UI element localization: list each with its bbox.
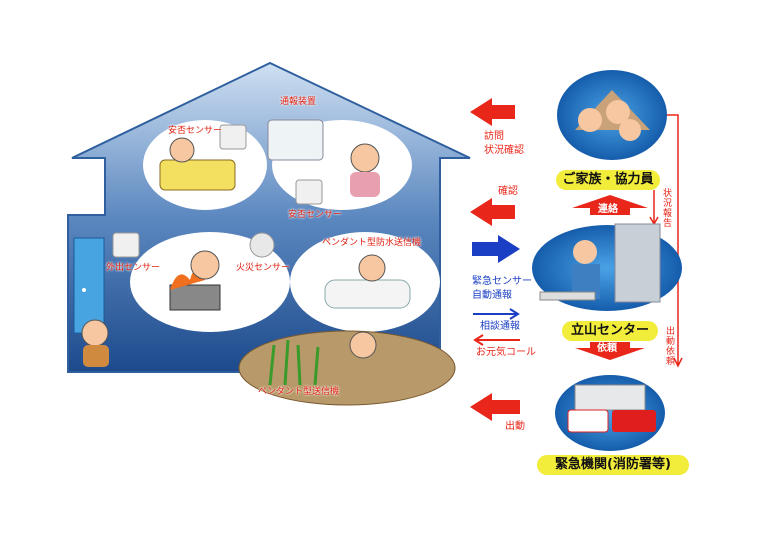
arrow-label-emergency: 緊急センサー 自動通報 xyxy=(472,275,532,302)
arrow-label-genki-call: お元気コール xyxy=(476,347,536,358)
status-check-text: 状況確認 xyxy=(484,144,524,156)
auto-report-text: 自動通報 xyxy=(472,289,512,301)
bathtub xyxy=(324,279,411,309)
label-waterproof-pendant: ペンダント型防水送信機 xyxy=(322,238,422,248)
family-member xyxy=(619,119,641,141)
door xyxy=(73,237,105,334)
house xyxy=(67,61,471,406)
outing-sensor xyxy=(112,232,140,258)
arrow-genki xyxy=(473,334,520,346)
fire-station-building xyxy=(574,384,646,411)
node-family: ご家族・協力員 xyxy=(556,170,660,190)
safety-sensor-bedroom xyxy=(219,124,247,150)
safety-sensor-living xyxy=(295,179,323,205)
report-device xyxy=(267,119,324,161)
keyboard xyxy=(539,291,596,301)
elder-bath xyxy=(358,254,386,282)
arrow-dispatch xyxy=(470,393,520,421)
arrow-confirm xyxy=(470,198,515,226)
line-status xyxy=(649,190,659,226)
arrow-consult xyxy=(473,308,520,320)
label-safety-sensor-bedroom: 安否センサー xyxy=(168,126,223,136)
family-member xyxy=(578,108,602,132)
arrow-visit xyxy=(470,98,515,126)
visit-text: 訪問 xyxy=(484,131,504,142)
bed xyxy=(159,159,236,191)
elder-kitchen xyxy=(190,250,220,280)
arrows xyxy=(470,98,683,421)
fire-sensor xyxy=(249,232,275,258)
link-label-dispatch-request: 出動依頼 xyxy=(664,326,674,366)
elder-living-head xyxy=(350,143,380,173)
ambulance xyxy=(567,409,609,433)
stove xyxy=(169,284,221,311)
elder-garden xyxy=(349,331,377,359)
arrow-label-confirm: 確認 xyxy=(498,186,518,197)
operator-head xyxy=(573,240,597,264)
garden xyxy=(238,330,456,406)
label-report-device: 通報装置 xyxy=(280,97,317,107)
elder-in-bed xyxy=(169,137,195,163)
label-fire-sensor: 火災センサー xyxy=(236,263,291,273)
label-pendant: ペンダント型送信機 xyxy=(258,387,340,397)
arrow-contact xyxy=(572,195,648,215)
arrow-label-dispatch: 出動 xyxy=(505,421,525,432)
link-label-contact: 連絡 xyxy=(598,204,618,215)
fire-truck xyxy=(612,410,656,432)
elder-outside-head xyxy=(81,319,109,347)
garden-grass xyxy=(268,339,320,386)
elder-living-body xyxy=(350,172,380,197)
door-knob xyxy=(82,288,86,292)
family-member xyxy=(606,100,630,124)
link-label-status-report: 状況報告 xyxy=(661,188,671,228)
elder-outside-body xyxy=(83,345,109,367)
node-emergency: 緊急機関(消防署等) xyxy=(537,455,689,475)
node-center: 立山センター xyxy=(562,321,658,341)
arrow-label-consult: 相談通報 xyxy=(480,321,520,332)
arrow-emergency xyxy=(472,235,520,263)
label-outing-sensor: 外出センサー xyxy=(106,263,161,273)
link-label-request: 依頼 xyxy=(597,343,617,354)
server-cabinet xyxy=(614,223,661,303)
arrow-label-visit: 訪問 状況確認 xyxy=(484,130,524,157)
emergency-sensor-text: 緊急センサー xyxy=(472,276,532,287)
label-safety-sensor-living: 安否センサー xyxy=(288,210,343,220)
arrow-request xyxy=(575,342,645,360)
